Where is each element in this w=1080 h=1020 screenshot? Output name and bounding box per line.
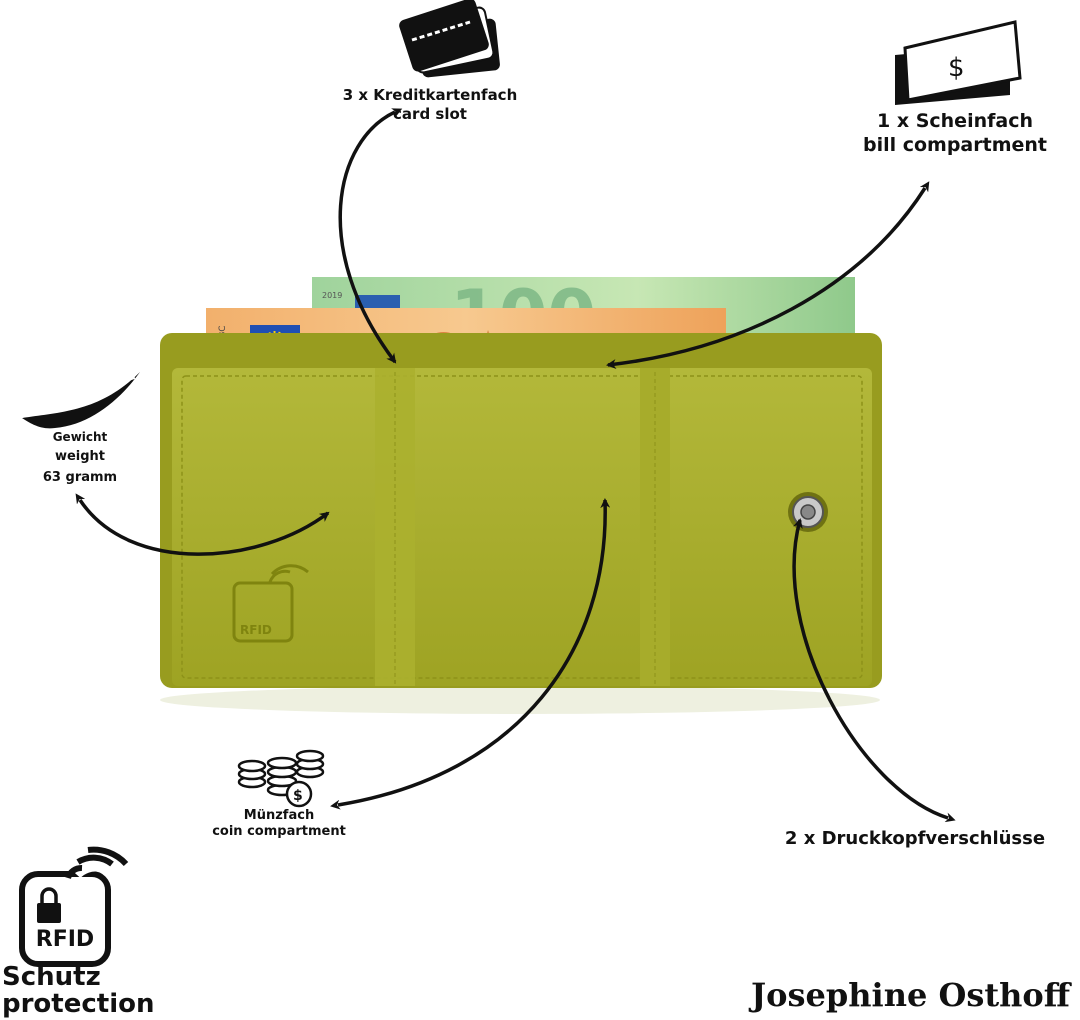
rfid-badge-text: RFID (35, 927, 95, 952)
banknote-icon: $ (895, 20, 1022, 105)
coin-compartment-title: Münzfach (243, 808, 315, 823)
coin-compartment-label: Münzfach coin compartment (196, 808, 362, 841)
svg-text:$: $ (293, 788, 303, 804)
rfid-lock-icon (19, 846, 129, 967)
card-slot-label: 3 x Kreditkartenfach card slot (320, 86, 540, 124)
coin-compartment-subtitle: coin compartment (212, 824, 346, 840)
rfid-protection-de: Schutz (2, 962, 101, 992)
arrow-weight (75, 493, 330, 556)
feather-icon (19, 372, 140, 429)
rfid-protection-label: Schutz protection (2, 962, 155, 1020)
rfid-protection-en: protection (2, 989, 155, 1020)
weight-title: Gewicht (52, 430, 108, 444)
arrow-bill-compartment (606, 181, 930, 370)
arrow-card-slot (338, 108, 403, 364)
bill-compartment-label: 1 x Scheinfach bill compartment (840, 110, 1070, 158)
credit-cards-icon (399, 0, 500, 78)
bill-compartment-title: 1 x Scheinfach (877, 110, 1033, 132)
brand-name: Josephine Osthoff (751, 976, 1070, 1014)
arrow-snap-buttons (792, 518, 956, 823)
svg-text:2019: 2019 (322, 291, 342, 300)
svg-text:$: $ (948, 53, 965, 83)
coin-stack-icon: $ (237, 749, 325, 808)
bill-compartment-subtitle: bill compartment (862, 133, 1048, 156)
wallet: RFID (160, 333, 882, 688)
weight-label: Gewicht weight 63 gramm (30, 428, 130, 489)
snap-button (788, 492, 828, 532)
snap-buttons-label: 2 x Druckkopfverschlüsse (784, 828, 1046, 849)
weight-subtitle: weight (54, 449, 106, 465)
card-slot-subtitle: card slot (393, 104, 467, 123)
wallet-front (172, 368, 872, 686)
arrow-coin-compartment (330, 498, 611, 810)
callout-arrows (75, 108, 956, 823)
weight-value: 63 gramm (42, 469, 118, 485)
embossed-rfid-icon: RFID (232, 564, 309, 643)
svg-text:RFID: RFID (240, 623, 272, 637)
card-slot-title: 3 x Kreditkartenfach (342, 86, 518, 104)
floor-shadow (160, 686, 880, 714)
